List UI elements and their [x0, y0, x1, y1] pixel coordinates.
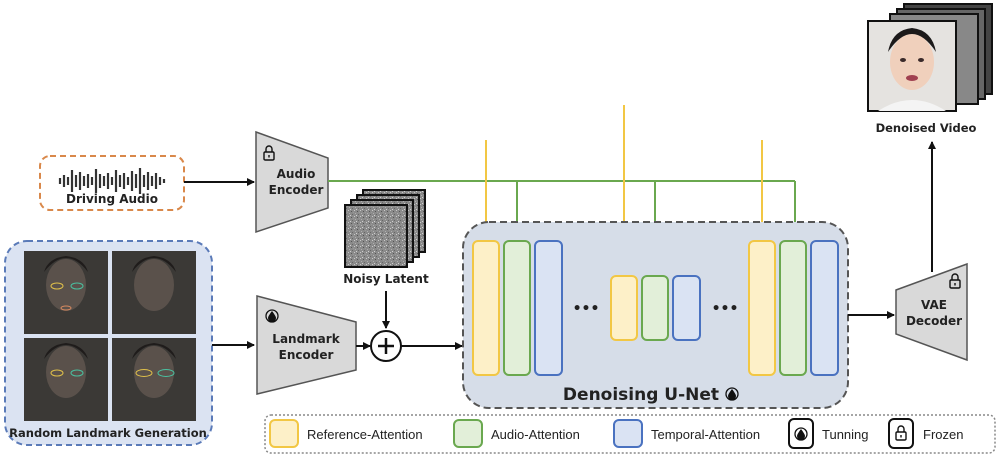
legend-label-audio: Audio-Attention — [491, 427, 580, 442]
audio-encoder: Audio Encoder — [255, 130, 329, 234]
temporal-attention-block — [810, 240, 839, 376]
noisy-latent-label: Noisy Latent — [343, 272, 429, 286]
landmark-image-4 — [112, 338, 196, 421]
vae-decoder-label-1: VAE — [921, 298, 947, 312]
temporal-attention-block — [534, 240, 563, 376]
driving-audio-box: Driving Audio — [39, 155, 185, 211]
legend: Reference-Attention Audio-Attention Temp… — [264, 414, 996, 454]
landmark-image-1 — [24, 251, 108, 334]
landmark-image-2 — [112, 251, 196, 334]
vae-decoder: VAE Decoder — [895, 262, 968, 362]
audio-encoder-label-2: Encoder — [269, 183, 324, 197]
landmark-encoder-label-1: Landmark — [272, 332, 340, 346]
legend-label-tuning: Tunning — [822, 427, 869, 442]
add-operator — [370, 330, 402, 362]
waveform-icon — [58, 168, 166, 194]
ellipsis-right: ••• — [712, 301, 739, 317]
temporal-attention-block — [672, 275, 701, 341]
denoising-unet: ••• ••• Denoising U-Net — [462, 221, 849, 409]
audio-attention-block — [503, 240, 531, 376]
driving-audio-label: Driving Audio — [66, 192, 158, 206]
legend-swatch-reference — [269, 419, 299, 448]
audio-attention-block — [641, 275, 669, 341]
landmark-encoder: Landmark Encoder — [256, 295, 357, 395]
unet-label: Denoising U-Net — [563, 385, 719, 405]
reference-attention-block — [472, 240, 500, 376]
random-landmark-box: Random Landmark Generation — [4, 240, 213, 446]
audio-encoder-label-1: Audio — [277, 167, 316, 181]
legend-swatch-frozen — [888, 418, 914, 449]
reference-attention-block — [748, 240, 776, 376]
noisy-latent-stack: Noisy Latent — [343, 189, 429, 286]
vae-decoder-label-2: Decoder — [906, 314, 962, 328]
legend-swatch-audio — [453, 419, 483, 448]
ellipsis-left: ••• — [573, 301, 600, 317]
denoised-video-stack: Denoised Video — [867, 3, 993, 135]
legend-label-temporal: Temporal-Attention — [651, 427, 760, 442]
landmark-image-3 — [24, 338, 108, 421]
legend-label-reference: Reference-Attention — [307, 427, 423, 442]
denoised-video-label: Denoised Video — [876, 121, 977, 135]
landmark-encoder-label-2: Encoder — [279, 348, 334, 362]
legend-label-frozen: Frozen — [923, 427, 963, 442]
random-landmark-label: Random Landmark Generation — [9, 426, 207, 440]
reference-attention-block — [610, 275, 638, 341]
legend-swatch-temporal — [613, 419, 643, 448]
audio-attention-block — [779, 240, 807, 376]
